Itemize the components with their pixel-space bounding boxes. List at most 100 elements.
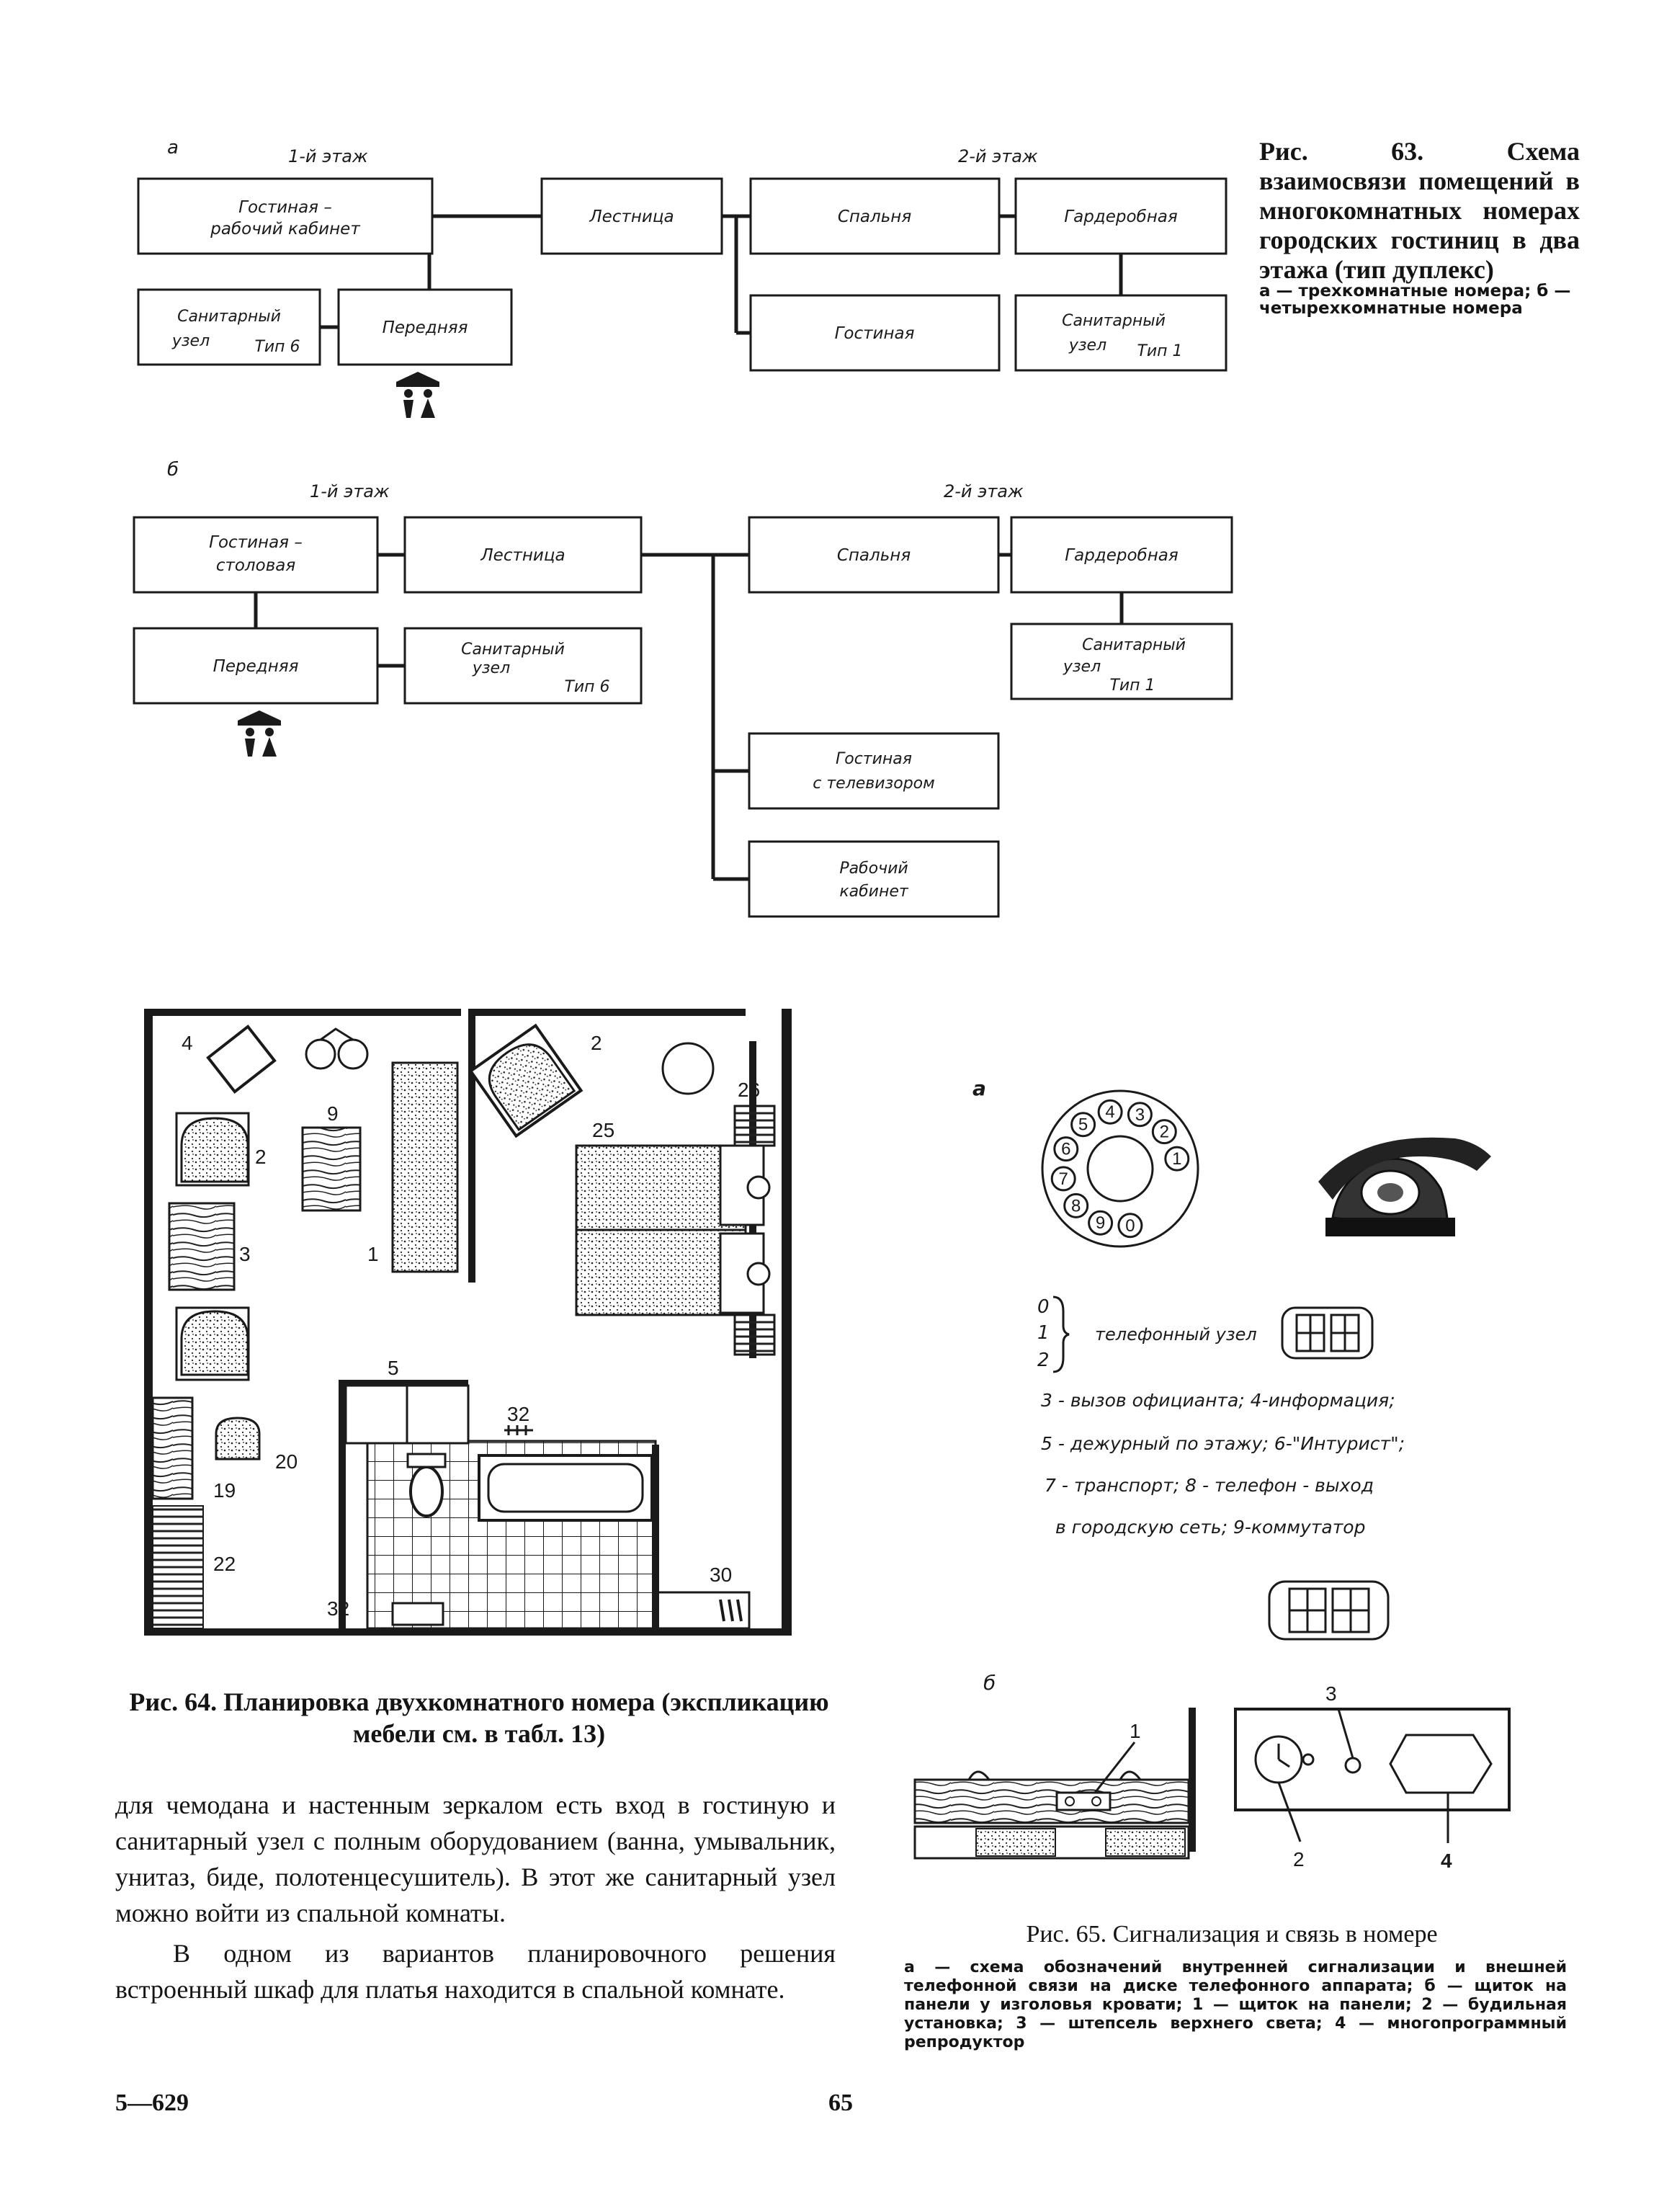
table-9 <box>301 1126 362 1212</box>
dial-digit-0: 0 <box>1125 1216 1135 1236</box>
figure-63-note: а — трехкомнатные номера; б — четырехком… <box>1259 282 1571 318</box>
plan-label-4: 4 <box>182 1032 193 1054</box>
a-entrance-icon <box>396 372 439 418</box>
armchair-bedroom <box>468 1023 583 1138</box>
svg-text:узел: узел <box>472 659 510 677</box>
svg-text:Спальня: Спальня <box>837 546 911 565</box>
plan-wardrobe-top <box>339 1380 468 1386</box>
dial-digit-7: 7 <box>1059 1169 1068 1189</box>
nightstand-26 <box>733 1105 776 1147</box>
plan-label-20: 20 <box>275 1450 298 1473</box>
svg-text:Тип 6: Тип 6 <box>564 678 609 696</box>
panel-label-3: 3 <box>1325 1682 1337 1705</box>
svg-text:Гардеробная: Гардеробная <box>1065 546 1179 565</box>
panel-label-2: 2 <box>1293 1848 1305 1870</box>
svg-text:Гостиная –: Гостиная – <box>238 198 332 217</box>
dial-digit-9: 9 <box>1096 1213 1105 1233</box>
round-table <box>661 1042 715 1095</box>
plan-wall-left <box>144 1009 153 1636</box>
b-living-box: Гостиная – столовая <box>133 516 379 594</box>
code-0: 0 <box>1037 1296 1050 1318</box>
shelf-19 <box>151 1396 194 1500</box>
plan-label-32b: 32 <box>327 1597 349 1620</box>
svg-text:рабочий кабинет: рабочий кабинет <box>210 220 360 238</box>
bathtub <box>478 1454 653 1522</box>
dial-hole-1 <box>1164 1146 1190 1172</box>
dial-digit-3: 3 <box>1135 1105 1145 1125</box>
scheme-b-floor2: 2-й этаж <box>944 481 1024 501</box>
figure-65-caption: Рис. 65. Сигнализация и связь в номере <box>1026 1921 1438 1948</box>
dial-hole-6 <box>1053 1136 1079 1162</box>
svg-text:Санитарный: Санитарный <box>177 308 281 326</box>
code-1: 1 <box>1037 1322 1050 1344</box>
svg-text:Гостиная: Гостиная <box>835 324 915 343</box>
dial-digit-1: 1 <box>1172 1149 1181 1169</box>
plan-wall-bottom <box>144 1628 792 1636</box>
svg-text:Рабочий: Рабочий <box>839 860 908 878</box>
plan-label-1: 1 <box>367 1243 379 1265</box>
b-sanitary2-box: Санитарный узел Тип 1 <box>1010 623 1233 700</box>
plan-label-3: 3 <box>239 1243 251 1265</box>
a-living-box: Гостиная – рабочий кабинет <box>137 177 434 255</box>
svg-text:Лестница: Лестница <box>589 208 674 226</box>
dial-hole-5 <box>1070 1112 1096 1138</box>
plan-label-32a: 32 <box>507 1403 529 1425</box>
figure-63-caption: Рис. 63. Схема взаимосвязи помещений в м… <box>1259 137 1580 284</box>
plan-label-5: 5 <box>388 1357 399 1379</box>
dial-digit-2: 2 <box>1160 1123 1169 1142</box>
scheme-b-floor1: 1-й этаж <box>310 481 390 501</box>
page-number: 65 <box>828 2090 853 2116</box>
svg-text:с телевизором: с телевизором <box>813 775 934 793</box>
code-2: 2 <box>1037 1350 1050 1371</box>
body-paragraph-1: для чемодана и настенным зеркалом есть в… <box>115 1790 836 1927</box>
plan-label-2b: 2 <box>591 1032 602 1054</box>
dial-hole-3 <box>1127 1102 1153 1128</box>
dial-hole-0 <box>1117 1213 1143 1239</box>
plan-label-19: 19 <box>213 1479 236 1502</box>
plan-partition <box>468 1009 475 1283</box>
svg-text:Гардеробная: Гардеробная <box>1064 208 1178 226</box>
lamp-a <box>746 1175 771 1200</box>
plan-wall-top-right <box>472 1009 746 1016</box>
svg-text:Передняя: Передняя <box>383 318 468 337</box>
scheme-a-floor2: 2-й этаж <box>958 146 1038 166</box>
plan-label-26: 26 <box>738 1079 760 1101</box>
dial-digit-4: 4 <box>1105 1102 1114 1122</box>
body-paragraph-2: В одном из вариантов планировочного реше… <box>115 1939 836 2004</box>
figure-65-note: а — схема обозначений внутренней сигнали… <box>904 1958 1567 2051</box>
dial-digit-6: 6 <box>1061 1140 1070 1159</box>
plan-label-30: 30 <box>710 1564 732 1586</box>
svg-text:узел: узел <box>1068 336 1106 354</box>
plan-label-22: 22 <box>213 1553 236 1575</box>
svg-text:узел: узел <box>171 332 210 350</box>
figure-64-caption: Рис. 64. Планировка двухкомнатного номер… <box>129 1687 829 1748</box>
dial-digit-5: 5 <box>1078 1115 1088 1135</box>
legend-brace <box>1052 1295 1070 1373</box>
svg-text:Санитарный: Санитарный <box>461 641 565 659</box>
a-sanitary-box: Санитарный узел Тип 6 <box>137 288 321 366</box>
legend-line-4: в городскую сеть; 9-коммутатор <box>1055 1517 1365 1538</box>
towel-rail <box>654 1591 751 1630</box>
control-panel <box>1234 1708 1511 1843</box>
svg-text:кабинет: кабинет <box>839 883 909 901</box>
rack-22 <box>152 1505 204 1629</box>
plan-label-25: 25 <box>592 1119 614 1141</box>
switchboard-icon-2 <box>1268 1580 1390 1641</box>
scheme-a-floor1: 1-й этаж <box>288 146 368 166</box>
svg-text:Гостиная –: Гостиная – <box>209 533 303 552</box>
svg-text:Санитарный: Санитарный <box>1062 312 1166 330</box>
dial-hole-7 <box>1050 1166 1076 1192</box>
telephone-icon <box>1318 1137 1491 1236</box>
svg-text:Передняя: Передняя <box>213 657 299 676</box>
desk-4 <box>206 1025 277 1094</box>
dial-hole-8 <box>1063 1192 1089 1218</box>
sofa-1 <box>391 1061 459 1273</box>
plan-label-2a: 2 <box>255 1146 267 1168</box>
svg-text:Гостиная: Гостиная <box>836 750 912 768</box>
plan-bath-wall <box>339 1380 346 1636</box>
speaker-icon <box>1389 1734 1493 1794</box>
socket-icon <box>1344 1757 1361 1774</box>
